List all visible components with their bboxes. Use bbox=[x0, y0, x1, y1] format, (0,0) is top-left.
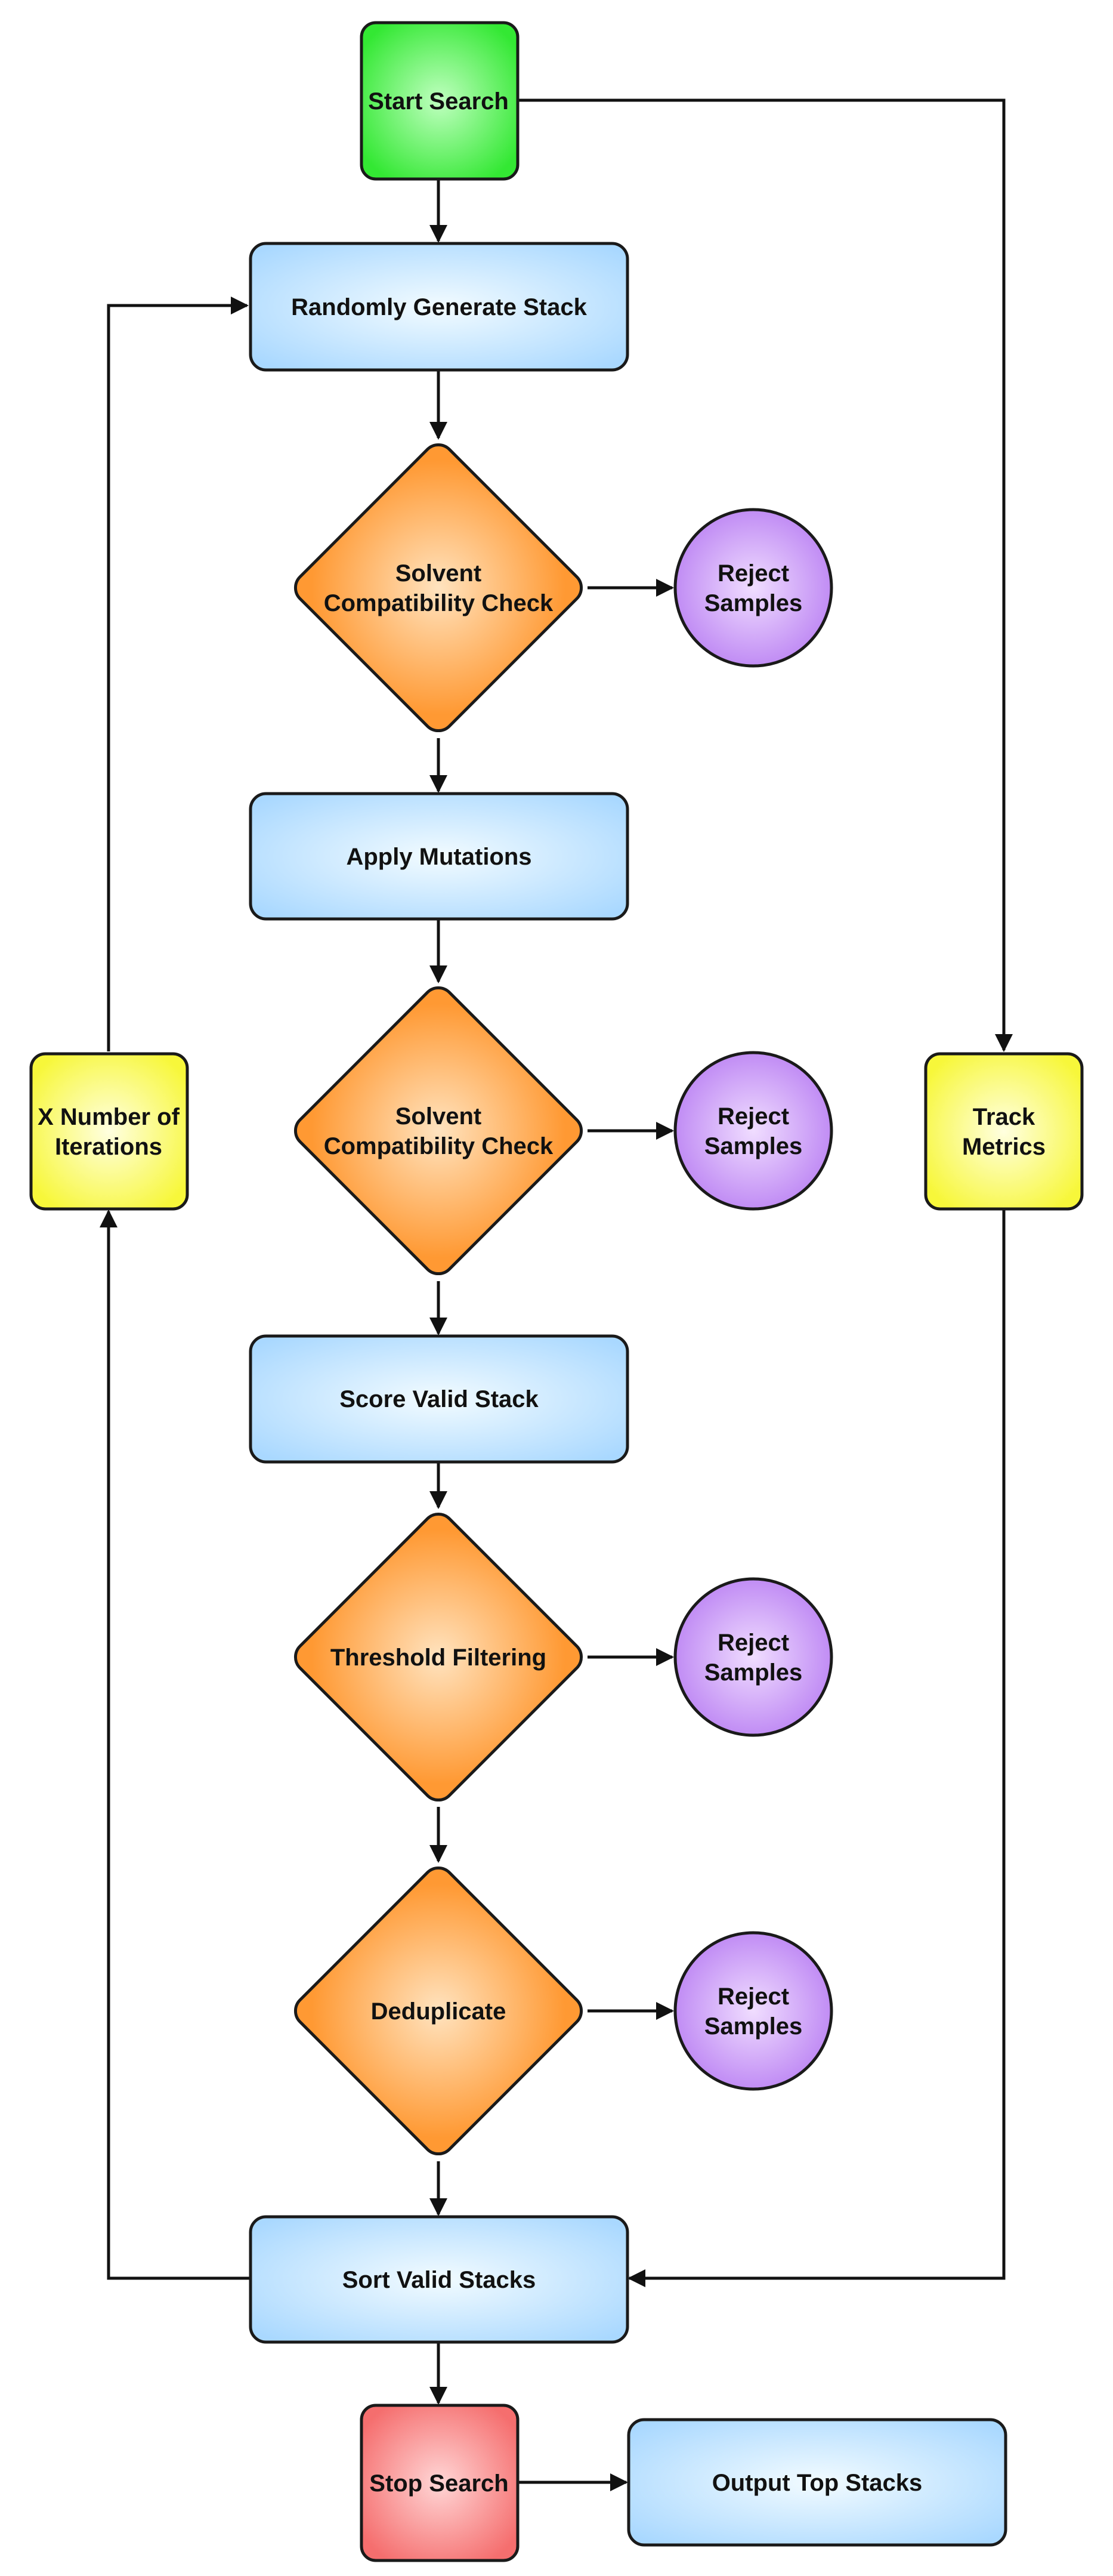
track-label-line-1: Track bbox=[973, 1104, 1035, 1130]
generate-label: Randomly Generate Stack bbox=[291, 294, 587, 320]
start-label-line-1: Start Search bbox=[368, 88, 509, 115]
score-label: Score Valid Stack bbox=[339, 1386, 539, 1412]
thresh-shape bbox=[293, 1512, 583, 1802]
node-start: Start Search bbox=[360, 21, 520, 181]
check1-label-line-2: Compatibility Check bbox=[324, 590, 554, 616]
edge-track-to-sort bbox=[627, 1210, 1006, 2287]
stop-shape bbox=[360, 2404, 520, 2562]
thresh-label: Threshold Filtering bbox=[330, 1645, 546, 1671]
sort-label-line-1: Sort Valid Stacks bbox=[342, 2267, 536, 2293]
reject1-label-line-2: Samples bbox=[704, 590, 803, 616]
sort-shape bbox=[249, 2215, 629, 2344]
iter-label: X Number of Iterations bbox=[38, 1104, 180, 1160]
nodes: Start Search Randomly Generate Stack Sol… bbox=[29, 21, 1084, 2562]
track-label-line-2: Metrics bbox=[962, 1134, 1046, 1160]
node-stop: Stop Search bbox=[360, 2404, 520, 2562]
reject1-shape bbox=[673, 508, 833, 668]
start-shape bbox=[360, 21, 520, 181]
node-thresh: Threshold Filtering bbox=[293, 1512, 583, 1802]
dedup-label: Deduplicate bbox=[371, 1998, 506, 2025]
output-label-line-1: Output Top Stacks bbox=[712, 2470, 923, 2496]
stop-label: Stop Search bbox=[369, 2470, 508, 2497]
dedup-shape bbox=[293, 1866, 583, 2156]
iter-label-line-1: X Number of bbox=[38, 1104, 180, 1130]
start-label: Start Search bbox=[368, 88, 509, 115]
iter-shape bbox=[29, 1052, 189, 1211]
node-output: Output Top Stacks bbox=[627, 2418, 1007, 2547]
score-label-line-1: Score Valid Stack bbox=[339, 1386, 539, 1412]
score-shape bbox=[249, 1334, 629, 1464]
check2-shape bbox=[293, 986, 583, 1276]
reject3-label-line-2: Samples bbox=[704, 1659, 803, 1686]
reject4-label-line-2: Samples bbox=[704, 2013, 803, 2040]
mutate-label-line-1: Apply Mutations bbox=[346, 844, 531, 870]
mutate-label: Apply Mutations bbox=[346, 844, 531, 870]
reject2-label-line-1: Reject bbox=[718, 1103, 789, 1130]
stop-label-line-1: Stop Search bbox=[369, 2470, 508, 2497]
thresh-label-line-1: Threshold Filtering bbox=[330, 1645, 546, 1671]
check2-label-line-1: Solvent bbox=[395, 1103, 481, 1130]
reject4-label-line-1: Reject bbox=[718, 1983, 789, 2010]
iter-label-line-2: Iterations bbox=[55, 1134, 162, 1160]
reject3-shape bbox=[673, 1577, 833, 1737]
edge-sort-to-iter bbox=[100, 1210, 249, 2280]
generate-label-line-1: Randomly Generate Stack bbox=[291, 294, 587, 320]
output-label: Output Top Stacks bbox=[712, 2470, 923, 2496]
check1-shape bbox=[293, 443, 583, 733]
node-mutate: Apply Mutations bbox=[249, 792, 629, 921]
node-dedup: Deduplicate bbox=[293, 1866, 583, 2156]
generate-shape bbox=[249, 242, 629, 372]
node-iter: X Number of Iterations bbox=[29, 1052, 189, 1211]
reject4-shape bbox=[673, 1931, 833, 2091]
dedup-label-line-1: Deduplicate bbox=[371, 1998, 506, 2025]
edge-iter-to-generate bbox=[107, 297, 249, 1051]
sort-label: Sort Valid Stacks bbox=[342, 2267, 536, 2293]
output-shape bbox=[627, 2418, 1007, 2547]
edge-start-to-track bbox=[518, 98, 1013, 1052]
check1-label-line-1: Solvent bbox=[395, 560, 481, 587]
edges bbox=[100, 98, 1013, 2491]
track-shape bbox=[924, 1052, 1084, 1211]
reject2-shape bbox=[673, 1051, 833, 1211]
reject1-label-line-1: Reject bbox=[718, 560, 789, 587]
reject3-label-line-1: Reject bbox=[718, 1630, 789, 1656]
node-score: Score Valid Stack bbox=[249, 1334, 629, 1464]
node-sort: Sort Valid Stacks bbox=[249, 2215, 629, 2344]
node-generate: Randomly Generate Stack bbox=[249, 242, 629, 372]
check2-label-line-2: Compatibility Check bbox=[324, 1133, 554, 1159]
reject2-label-line-2: Samples bbox=[704, 1133, 803, 1159]
mutate-shape bbox=[249, 792, 629, 921]
